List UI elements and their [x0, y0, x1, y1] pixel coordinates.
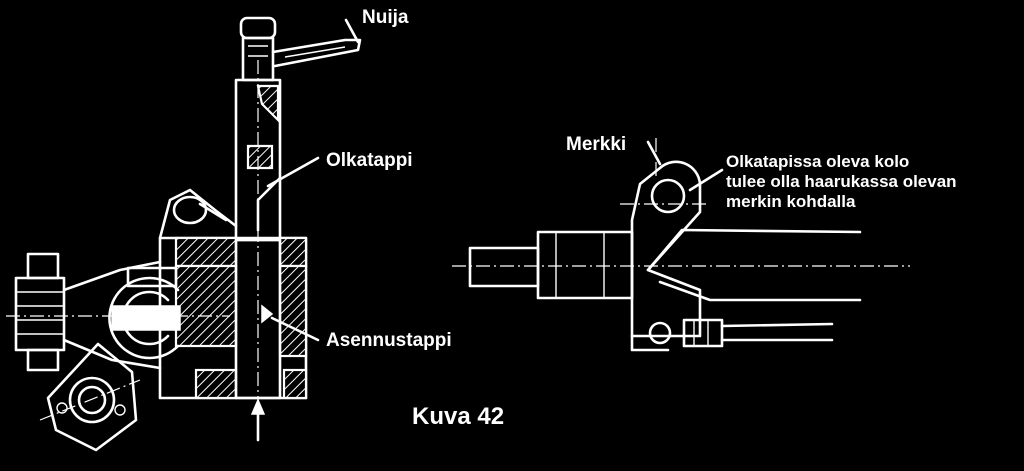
label-asennustappi: Asennustappi: [326, 330, 452, 351]
note-line-3: merkin kohdalla: [726, 192, 856, 211]
right-assembly: [452, 138, 910, 352]
note-line-1: Olkatapissa oleva kolo: [726, 152, 910, 171]
leader-note: [688, 168, 724, 192]
note-line-2: tulee olla haarukassa olevan: [726, 172, 957, 191]
left-assembly: [6, 16, 362, 452]
label-merkki: Merkki: [566, 134, 627, 155]
axle-housing-drawing: [6, 188, 308, 452]
king-pin-drawing: [234, 60, 282, 440]
leader-merkki: [646, 140, 662, 166]
figure-caption: Kuva 42: [412, 403, 505, 430]
leader-nuija: [344, 18, 360, 44]
label-nuija: Nuija: [362, 7, 409, 28]
leader-asennustappi: [270, 316, 320, 342]
leader-olkatappi: [266, 156, 320, 188]
mallet-drawing: [239, 16, 362, 82]
label-olkatappi: Olkatappi: [326, 150, 413, 171]
